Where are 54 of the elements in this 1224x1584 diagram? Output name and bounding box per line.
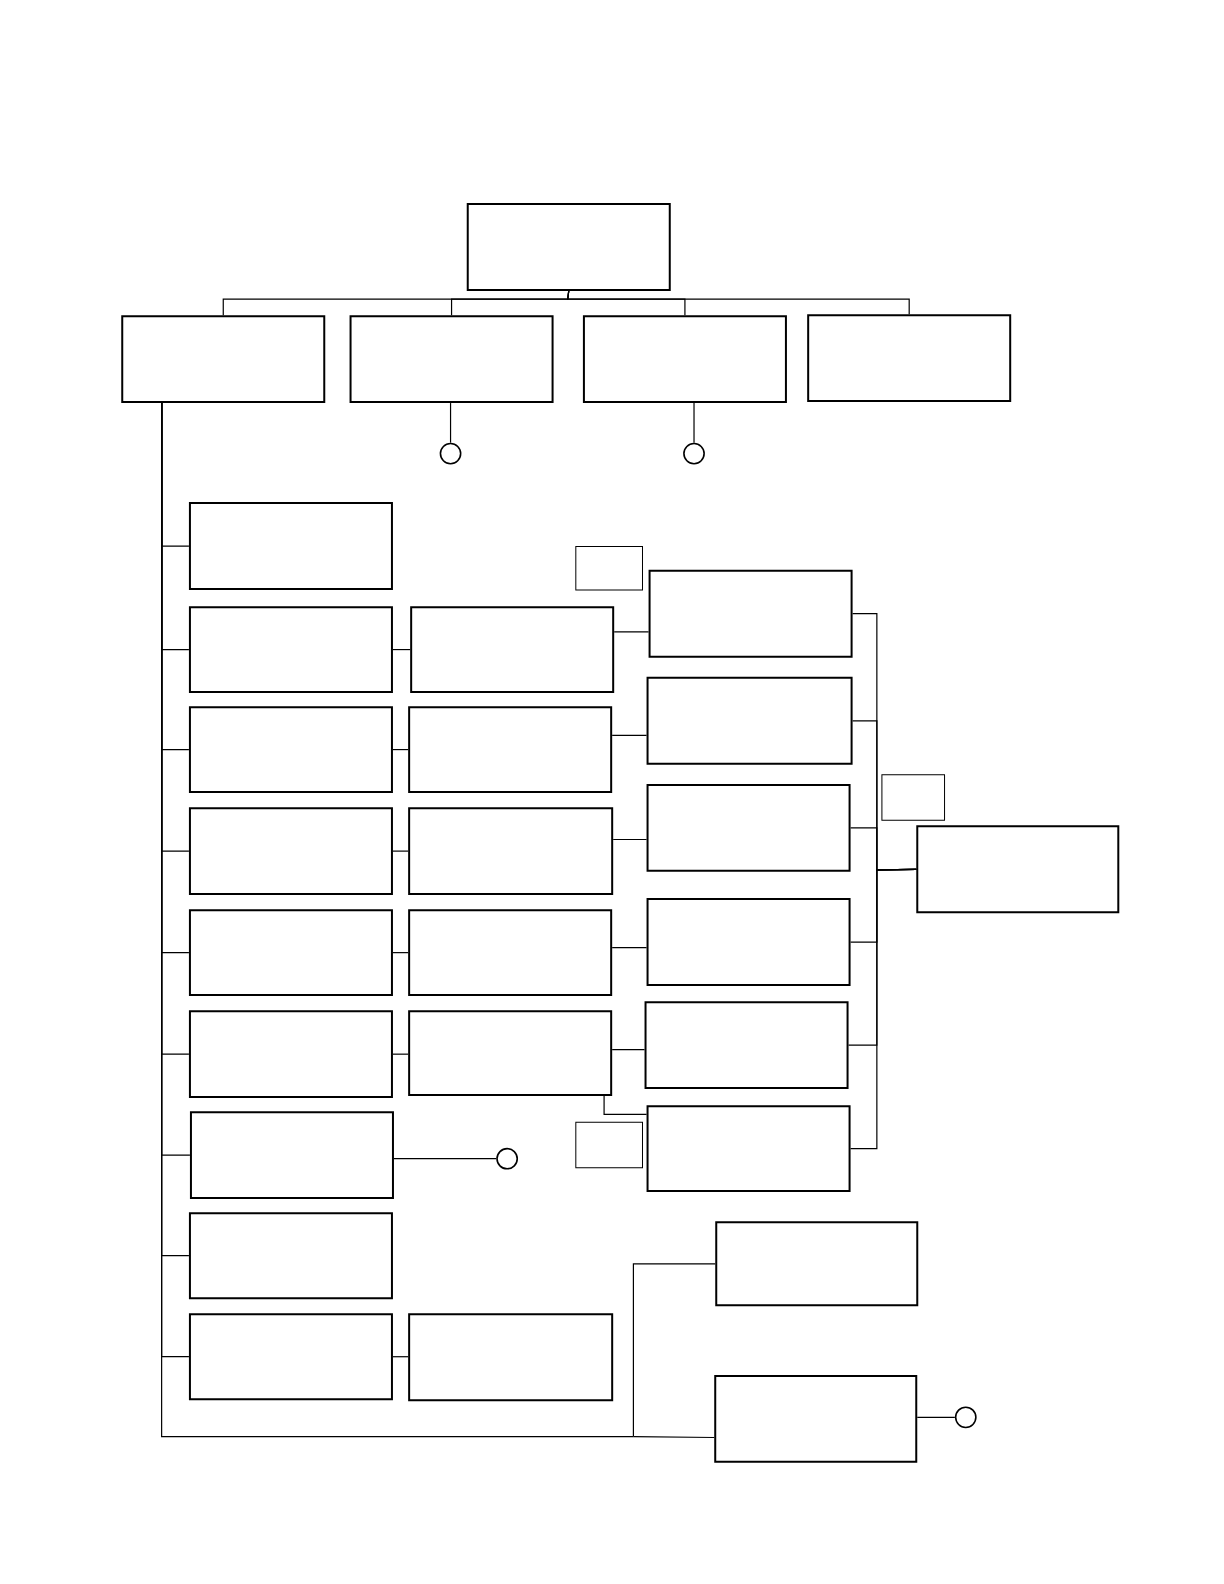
connector-line — [392, 749, 409, 751]
org-box — [916, 825, 1120, 914]
org-box — [188, 606, 393, 693]
org-box — [715, 1221, 919, 1307]
org-box — [349, 315, 554, 404]
circle — [682, 442, 705, 465]
connector-line — [849, 868, 917, 1150]
org-box — [407, 807, 613, 896]
connector-line — [613, 631, 649, 633]
org-box — [714, 1374, 918, 1463]
connector-line — [603, 1095, 647, 1115]
org-box — [407, 1010, 612, 1097]
org-box — [188, 807, 393, 896]
org-box — [807, 314, 1012, 403]
connector-line — [611, 734, 647, 737]
org-box — [407, 909, 612, 997]
org-box — [646, 783, 851, 872]
connector-line — [393, 1158, 497, 1160]
connector-line — [916, 1416, 956, 1418]
org-box — [646, 1105, 851, 1193]
org-box — [188, 502, 393, 590]
org-box — [407, 706, 612, 793]
org-box — [188, 1313, 393, 1401]
connector-line — [693, 402, 695, 444]
connector-line — [611, 947, 647, 949]
connector-line — [392, 850, 409, 852]
connector-line — [392, 1053, 409, 1055]
connector-line — [611, 1049, 645, 1051]
connector-line — [566, 290, 910, 315]
small-box — [575, 1121, 643, 1169]
connector-line — [392, 649, 411, 651]
circle — [496, 1147, 518, 1170]
connector-line — [612, 838, 647, 841]
org-box — [188, 1212, 393, 1300]
org-box — [646, 898, 851, 986]
org-box — [188, 909, 393, 997]
org-box — [410, 606, 614, 693]
org-box — [407, 1313, 613, 1402]
org-box — [582, 315, 787, 404]
circle — [439, 442, 462, 465]
circle — [954, 1406, 977, 1429]
connector-line — [392, 1356, 409, 1358]
connector-line — [449, 402, 451, 444]
small-box — [575, 546, 643, 591]
org-box — [646, 676, 853, 765]
org-box — [189, 1111, 394, 1200]
org-box — [648, 569, 853, 658]
org-box — [188, 706, 393, 793]
org-box — [644, 1001, 849, 1089]
small-box — [881, 774, 945, 821]
connector-line — [392, 952, 409, 954]
org-box — [188, 1010, 393, 1099]
org-box — [121, 315, 326, 404]
org-box — [466, 203, 671, 291]
